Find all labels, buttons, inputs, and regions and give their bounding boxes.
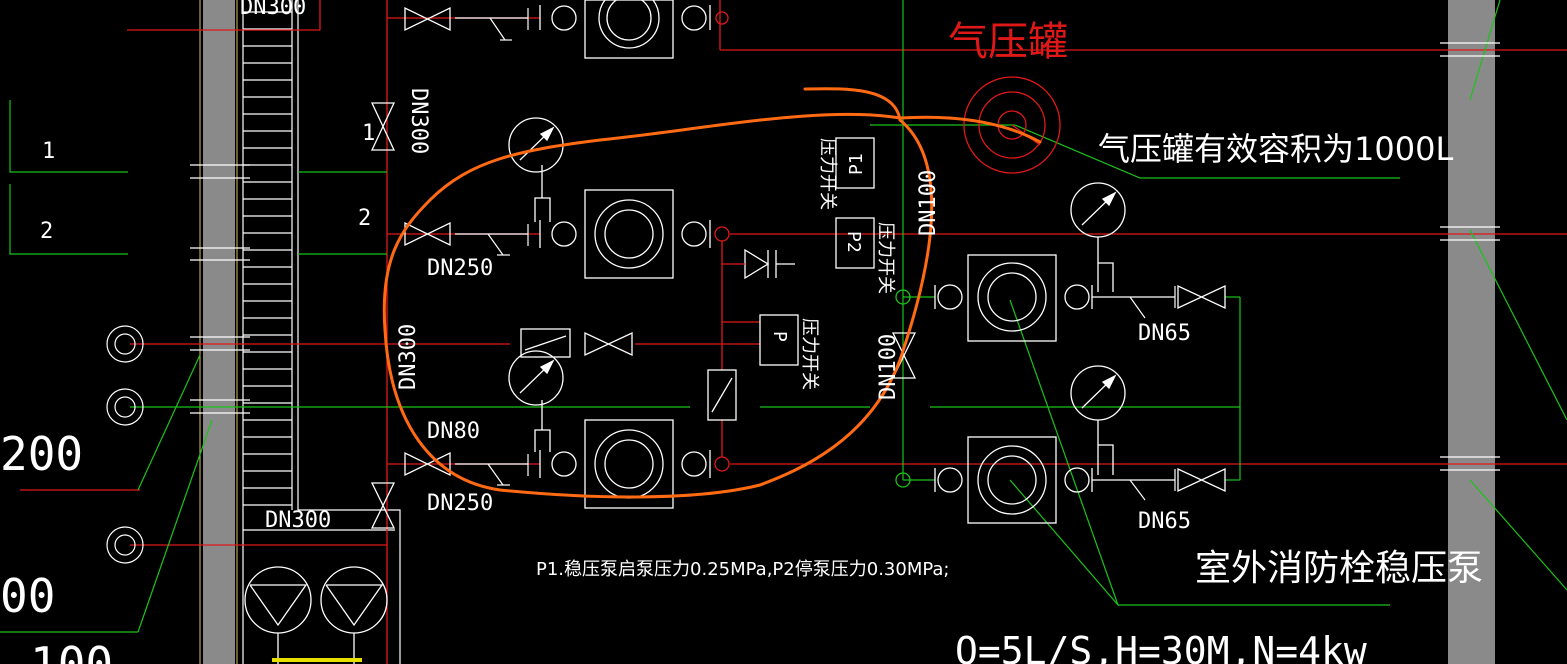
pipe-size-suction-lower: DN250 — [427, 491, 493, 516]
switch-tag-p2: P2 — [843, 231, 864, 253]
edge-text-00: 00 — [0, 569, 55, 623]
pipe-size-right-lower: DN65 — [1138, 509, 1191, 534]
switch-tag-p: P — [769, 331, 790, 342]
structural-column-right — [1448, 0, 1495, 664]
pipe-size-bottom-left: DN300 — [265, 508, 331, 533]
pressure-setting-note: P1.稳压泵启泵压力0.25MPa,P2停泵压力0.30MPa; — [536, 559, 950, 580]
pipe-size-top-left: DN300 — [240, 0, 306, 20]
pressure-switch-label-1: 压力开关 — [817, 138, 838, 210]
edge-text-200: 200 — [0, 427, 83, 481]
switch-box-p1 — [835, 137, 875, 189]
pipe-size-vert-left: DN300 — [406, 88, 431, 154]
markup-cloud — [382, 87, 1042, 499]
pump-bottom — [534, 400, 730, 509]
pump-bypass-piping — [721, 241, 760, 457]
pipe-size-upper-right-vert: DN100 — [916, 170, 941, 236]
fan-symbols — [244, 566, 388, 664]
pump-top — [539, 0, 729, 59]
check-valves — [455, 8, 1176, 501]
pressure-switch-label-3: 压力开关 — [799, 318, 820, 390]
stair-ladder — [242, 0, 401, 664]
gate-valves — [370, 6, 1226, 529]
pump-right-upper — [895, 237, 1120, 342]
pipe-size-mid-left: DN300 — [396, 324, 421, 390]
pressure-switch-label-2: 压力开关 — [875, 222, 896, 294]
switch-box-p — [759, 314, 799, 366]
valve-number-2: 2 — [358, 206, 371, 231]
pump-spec-text: Q=5L/S,H=30M,N=4kw — [955, 629, 1367, 664]
pipe-size-suction-upper: DN250 — [427, 256, 493, 281]
pipe-size-right-upper: DN65 — [1138, 321, 1191, 346]
pressure-tank-title: 气压罐 — [948, 19, 1068, 65]
row-number-1: 1 — [42, 139, 55, 164]
row-number-2: 2 — [40, 219, 53, 244]
structural-column-left — [203, 0, 235, 664]
pressure-tank-symbol — [963, 76, 1061, 174]
edge-text-100: 100 — [30, 637, 113, 664]
valve-number-1: 1 — [362, 121, 375, 146]
pipe-fittings — [520, 248, 795, 421]
switch-tag-p1: P1 — [846, 153, 867, 175]
pressure-tank-note: 气压罐有效容积为1000L — [1098, 130, 1453, 168]
stabilizer-pump-label: 室外消防栓稳压泵 — [1195, 548, 1483, 589]
pipe-size-mid-right-vert: DN100 — [876, 334, 901, 400]
green-pipes — [0, 0, 1567, 633]
switch-box-p2 — [835, 217, 875, 269]
pump-right-lower — [895, 420, 1120, 524]
pipe-end-circles-left — [106, 325, 144, 564]
pump-middle — [534, 165, 730, 279]
column-pipe-ticks — [190, 42, 1500, 471]
pipe-size-dn80: DN80 — [427, 419, 480, 444]
